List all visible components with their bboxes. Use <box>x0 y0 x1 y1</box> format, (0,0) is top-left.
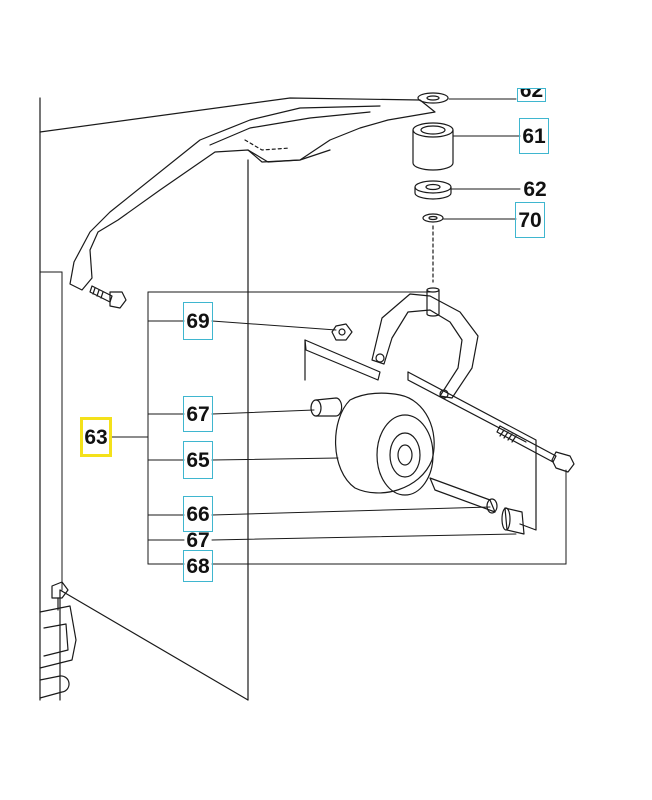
callout-66: 66 <box>183 496 213 532</box>
bushing-61-icon <box>412 122 454 171</box>
frame-diagonal-line <box>59 589 249 701</box>
callout-70: 70 <box>515 202 545 238</box>
callout-62-top: 62 <box>517 88 546 102</box>
callout-67-lower: 67 <box>183 528 213 552</box>
callout-68: 68 <box>183 550 213 582</box>
callout-61-label: 61 <box>522 124 546 148</box>
upper-arm-bracket <box>39 97 436 291</box>
callout-66-label: 66 <box>186 502 210 526</box>
spacer-67-right-icon <box>501 507 525 535</box>
callout-65: 65 <box>183 441 213 479</box>
plane-left-top <box>304 339 381 381</box>
callout-65-label: 65 <box>186 448 210 472</box>
callout-61: 61 <box>519 118 549 154</box>
upper-arm-flange <box>247 149 331 163</box>
plane-right-inner <box>407 371 527 443</box>
callout-63-label: 63 <box>84 425 108 449</box>
nut-69-icon <box>331 323 353 341</box>
plane-right-edge <box>407 371 537 531</box>
upper-arm-hidden <box>244 139 291 151</box>
callout-62-top-label: 62 <box>519 88 544 102</box>
top-washer-icon <box>417 92 449 104</box>
callout-62: 62 <box>520 178 550 200</box>
callout-67-upper: 67 <box>183 396 213 432</box>
callout-67-lower-label: 67 <box>186 528 210 552</box>
arm-bolt-icon <box>89 285 127 309</box>
callout-69-label: 69 <box>186 309 210 333</box>
callout-67-upper-label: 67 <box>186 402 210 426</box>
bolt-68-icon <box>496 425 575 473</box>
lower-left-assembly-icon <box>39 581 77 699</box>
callout-69: 69 <box>183 302 213 340</box>
callout-leaders <box>39 98 567 591</box>
upper-arm-edge <box>209 111 371 146</box>
callout-68-label: 68 <box>186 554 210 578</box>
washer-70-icon <box>422 213 444 223</box>
axle-tube-66-icon <box>429 477 498 514</box>
callout-70-label: 70 <box>518 208 542 232</box>
wheel-65-icon <box>334 392 435 496</box>
callout-62-label: 62 <box>523 177 547 201</box>
bearing-62-icon <box>414 180 452 200</box>
callout-63-highlighted[interactable]: 63 <box>80 417 112 457</box>
spacer-67-left-icon <box>310 397 343 417</box>
